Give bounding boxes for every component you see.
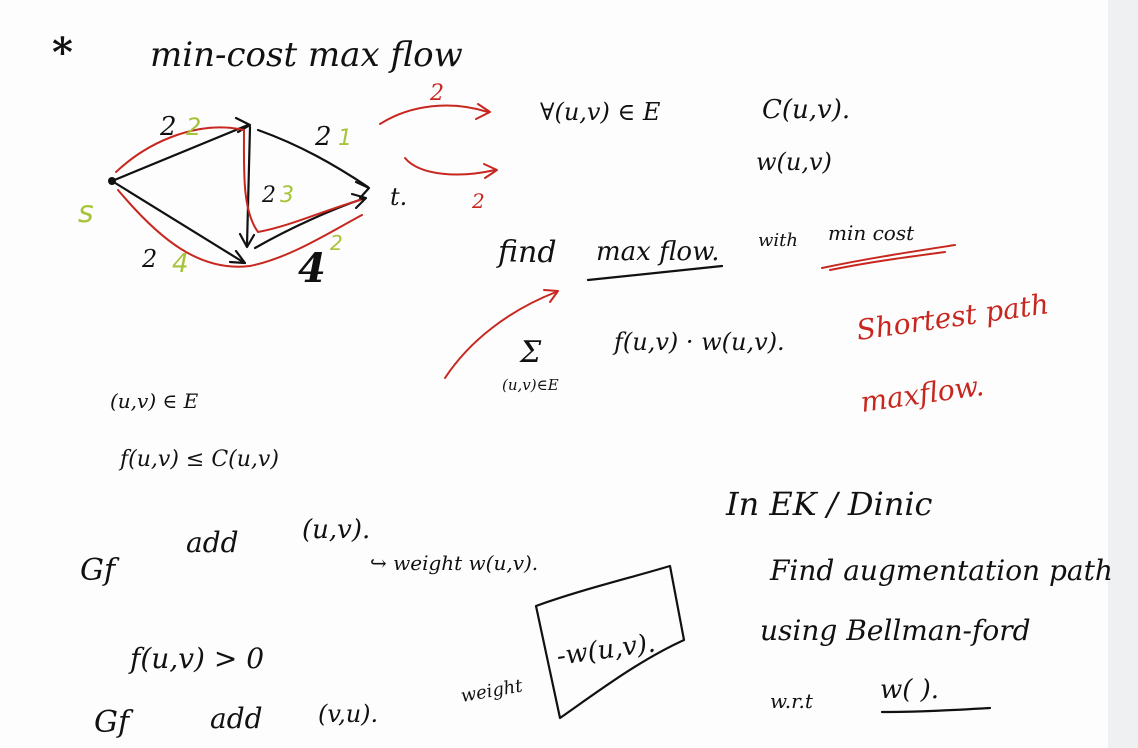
cost-expression: f(u,v) · w(u,v).: [612, 328, 785, 356]
red-annotation: 2: [429, 81, 444, 106]
arrowhead: [228, 249, 247, 265]
constraint-capacity: f(u,v) ≤ C(u,v): [118, 447, 279, 472]
red-underline: [821, 244, 956, 269]
goal-with: with: [758, 230, 798, 251]
residual-graph-1: Gf: [80, 553, 120, 588]
edge-label-flow: 2: [186, 113, 201, 141]
residual-weight-label: weight: [459, 675, 525, 707]
edge-set-def: ∀(u,v) ∈ E: [540, 98, 661, 126]
goal-find: find: [496, 235, 557, 270]
red-arrow-1: [379, 104, 489, 125]
weight-def: w(u,v): [756, 148, 832, 176]
page-title: min-cost max flow: [150, 35, 463, 75]
residual-weight-1: ↪ weight w(u,v).: [370, 551, 538, 575]
residual-edge-2: (v,u).: [318, 700, 378, 728]
edge-label-flow: 1: [338, 126, 352, 151]
constraint-edge: (u,v) ∈ E: [110, 389, 199, 413]
sink-label: t.: [390, 183, 407, 211]
edge-label-capacity: 4: [298, 245, 326, 292]
algo-bellman-ford: using Bellman-ford: [760, 614, 1031, 647]
source-label: s: [78, 195, 94, 230]
edge-label-capacity: 2: [159, 112, 177, 142]
red-arrow-2: [404, 157, 496, 176]
edge-label-flow: 3: [280, 183, 294, 208]
algo-header: In EK / Dinic: [725, 485, 933, 523]
residual-add-2: add: [210, 702, 263, 735]
red-arrow-3: [444, 291, 557, 379]
goal-max-flow: max flow.: [596, 237, 720, 267]
underline: [880, 706, 992, 714]
arrowhead: [350, 192, 368, 210]
red-arrows: [379, 103, 559, 379]
algo-find-path: Find augmentation path: [769, 554, 1113, 587]
red-annotation: 2: [471, 189, 485, 213]
sum-subscript: (u,v)∈E: [502, 376, 559, 394]
flow-paths: [115, 126, 363, 268]
residual-graph-2: Gf: [94, 705, 134, 740]
algo-weight-fn: w( ).: [880, 675, 939, 705]
algo-wrt: w.r.t: [770, 689, 814, 713]
red-note-maxflow: maxflow.: [858, 369, 986, 419]
edge-label-capacity: 2: [141, 245, 157, 273]
red-underline: [829, 251, 946, 271]
residual-add-1: add: [186, 526, 239, 559]
edge-label-flow: 4: [172, 249, 189, 279]
arrowhead: [543, 289, 559, 303]
flow-positive-condition: f(u,v) > 0: [128, 642, 264, 675]
arrowhead: [354, 180, 371, 200]
arrowhead: [483, 163, 498, 179]
residual-edge-1: (u,v).: [302, 515, 370, 545]
arrowhead: [475, 103, 491, 120]
star-marker: *: [52, 29, 73, 76]
neg-weight-box: [534, 564, 686, 720]
edge-a-t: [256, 128, 370, 189]
red-note-shortest-path: Shortest path: [854, 287, 1050, 347]
underline: [586, 264, 724, 282]
edge-a-b: [245, 125, 252, 247]
augmenting-path-2: [117, 189, 363, 268]
goal-min-cost: min cost: [828, 221, 915, 245]
page-edge: [1108, 0, 1138, 748]
edge-s-b: [110, 179, 245, 264]
edge-label-capacity: 2: [314, 122, 332, 152]
edge-label-capacity: 2: [261, 183, 276, 208]
capacity-def: C(u,v).: [762, 95, 850, 125]
arrowhead: [238, 232, 256, 249]
sum-symbol: Σ: [519, 335, 542, 370]
augmenting-path-1: [115, 126, 361, 233]
edge-label-flow: 2: [330, 231, 343, 255]
negative-weight: -w(u,v).: [555, 628, 658, 672]
edge-s-a: [110, 123, 250, 183]
